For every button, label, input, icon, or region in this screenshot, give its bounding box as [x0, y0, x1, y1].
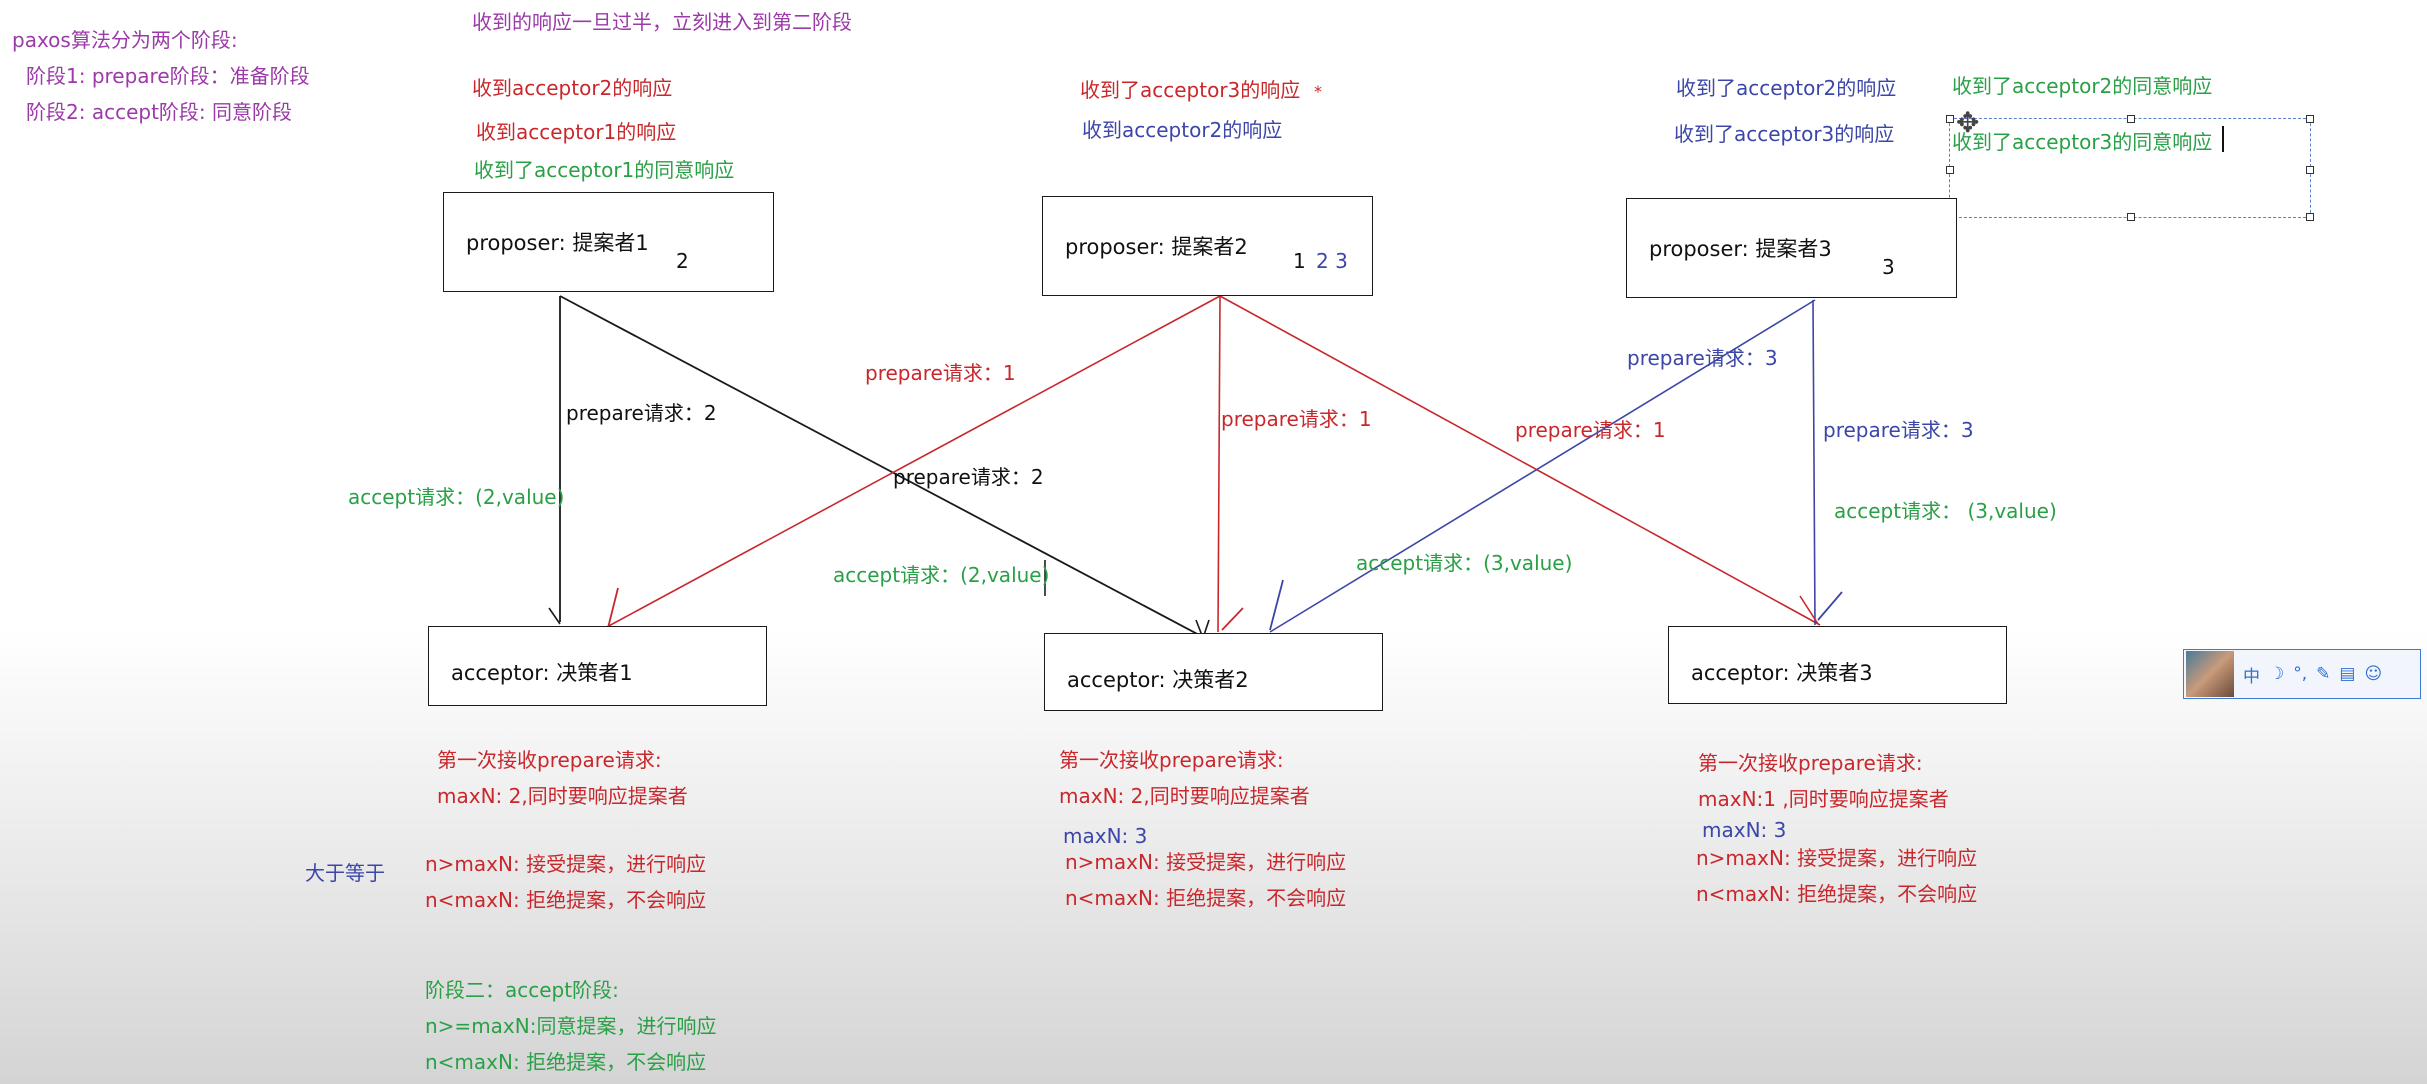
a1-first-prepare: 第一次接收prepare请求:: [437, 748, 662, 772]
proposer-1-box: proposer: 提案者1 2: [443, 192, 774, 292]
text-caret: [2222, 126, 2224, 152]
p1-response-2: 收到acceptor1的响应: [476, 120, 677, 144]
majority-note: 收到的响应一旦过半，立刻进入到第二阶段: [472, 10, 852, 34]
arrowhead-a3-blue: [1817, 591, 1843, 621]
a3-lt-rule: n<maxN: 拒绝提案，不会响应: [1696, 882, 1978, 906]
a3-first-prepare: 第一次接收prepare请求:: [1698, 751, 1923, 775]
wire-p2-a3: [1219, 295, 1821, 626]
accept-phase-lt: n<maxN: 拒绝提案，不会响应: [425, 1050, 707, 1074]
resize-handle[interactable]: [2127, 115, 2135, 123]
a2-maxn: maxN: 2,同时要响应提案者: [1059, 784, 1310, 808]
resize-handle[interactable]: [2127, 213, 2135, 221]
edge-label-p1-accept-a2: accept请求：(2,value): [833, 563, 1050, 587]
arrowhead-a2-blue: [1269, 579, 1284, 631]
proposer-2-number-1: 1: [1293, 249, 1306, 273]
edge-label-p3-accept-a3: accept请求： (3,value): [1834, 499, 2057, 523]
acceptor-3-box: acceptor: 决策者3: [1668, 626, 2007, 704]
a1-gt-rule: n>maxN: 接受提案，进行响应: [425, 852, 707, 876]
a3-maxn: maxN:1 ,同时要响应提案者: [1698, 787, 1949, 811]
proposer-2-box: proposer: 提案者2 1 2 3: [1042, 196, 1373, 296]
paxos-title: paxos算法分为两个阶段:: [12, 28, 238, 52]
a2-maxn-updated: maxN: 3: [1063, 824, 1148, 848]
ime-toolbar[interactable]: 中 ☽ °, ✎ ▤ ☺: [2183, 649, 2421, 699]
resize-handle[interactable]: [2306, 213, 2314, 221]
wire-p3-a2: [1269, 299, 1816, 633]
p2-response-1: 收到了acceptor3的响应: [1080, 78, 1301, 102]
phase2-note: 阶段2: accept阶段: 同意阶段: [26, 100, 293, 124]
acceptor-2-label: acceptor: 决策者2: [1067, 668, 1249, 692]
a1-maxn: maxN: 2,同时要响应提案者: [437, 784, 688, 808]
avatar[interactable]: [2186, 651, 2234, 697]
resize-handle[interactable]: [2306, 166, 2314, 174]
a3-maxn-updated: maxN: 3: [1702, 818, 1787, 842]
resize-handle[interactable]: [2306, 115, 2314, 123]
resize-handle[interactable]: [1946, 166, 1954, 174]
proposer-2-number-2-3: 2 3: [1316, 249, 1348, 273]
smile-icon[interactable]: ☺: [2364, 664, 2383, 684]
language-toggle-icon[interactable]: 中: [2243, 666, 2260, 687]
acceptor-1-box: acceptor: 决策者1: [428, 626, 767, 706]
resize-handle[interactable]: [1946, 115, 1954, 123]
phase1-note: 阶段1: prepare阶段：准备阶段: [26, 64, 310, 88]
p3-accept-response-2[interactable]: 收到了acceptor3的同意响应: [1952, 130, 2213, 154]
edge-label-p2-a2: prepare请求：1: [1221, 407, 1372, 431]
proposer-3-number: 3: [1882, 255, 1895, 279]
edge-label-p2-a1: prepare请求：1: [865, 361, 1016, 385]
edge-label-p1-a2: prepare请求：2: [893, 465, 1044, 489]
proposer-1-number: 2: [676, 249, 689, 273]
p2-asterisk: *: [1314, 82, 1322, 101]
a1-lt-rule: n<maxN: 拒绝提案，不会响应: [425, 888, 707, 912]
p3-response-1: 收到了acceptor2的响应: [1676, 76, 1897, 100]
move-cursor-icon: ✥: [1956, 106, 1980, 139]
moon-icon[interactable]: ☽: [2269, 664, 2285, 684]
a2-lt-rule: n<maxN: 拒绝提案，不会响应: [1065, 886, 1347, 910]
p2-response-2: 收到acceptor2的响应: [1082, 118, 1283, 142]
a2-gt-rule: n>maxN: 接受提案，进行响应: [1065, 850, 1347, 874]
wire-p1-a2: [559, 295, 1204, 638]
proposer-3-box: proposer: 提案者3 3: [1626, 198, 1957, 298]
edge-label-p1-accept-a1: accept请求：(2,value): [348, 485, 565, 509]
edge-label-p3-a2: prepare请求：3: [1627, 346, 1778, 370]
punctuation-icon[interactable]: °,: [2293, 664, 2308, 684]
gte-note: 大于等于: [305, 861, 385, 885]
a3-gt-rule: n>maxN: 接受提案，进行响应: [1696, 846, 1978, 870]
edge-label-p1-a1: prepare请求：2: [566, 401, 717, 425]
wire-p2-a2: [1217, 295, 1221, 633]
edge-label-p3-a3: prepare请求：3: [1823, 418, 1974, 442]
arrowhead-a3-red: [1799, 595, 1819, 625]
p3-accept-response-1: 收到了acceptor2的同意响应: [1952, 74, 2213, 98]
proposer-2-label: proposer: 提案者2: [1065, 235, 1248, 259]
arrowhead-a1-red: [607, 587, 619, 629]
a2-first-prepare: 第一次接收prepare请求:: [1059, 748, 1284, 772]
wire-p3-a3: [1812, 299, 1816, 626]
proposer-1-label: proposer: 提案者1: [466, 231, 649, 255]
clipboard-icon[interactable]: ▤: [2339, 664, 2356, 684]
arrowhead-a2-red: [1221, 607, 1244, 631]
p1-response-1: 收到acceptor2的响应: [472, 76, 673, 100]
proposer-3-label: proposer: 提案者3: [1649, 237, 1832, 261]
accept-phase-title: 阶段二：accept阶段:: [425, 978, 619, 1002]
wire-p2-a1: [604, 295, 1221, 629]
acceptor-2-box: acceptor: 决策者2: [1044, 633, 1383, 711]
wrench-icon[interactable]: ✎: [2316, 664, 2331, 684]
edge-label-p3-accept-a2: accept请求：(3,value): [1356, 551, 1573, 575]
acceptor-3-label: acceptor: 决策者3: [1691, 661, 1873, 685]
accept-phase-gte: n>=maxN:同意提案，进行响应: [425, 1014, 717, 1038]
acceptor-1-label: acceptor: 决策者1: [451, 661, 633, 685]
edge-label-p2-a3: prepare请求：1: [1515, 418, 1666, 442]
arrowhead-a1-black: [548, 607, 561, 625]
p3-response-2: 收到了acceptor3的响应: [1674, 122, 1895, 146]
p1-response-3: 收到了acceptor1的同意响应: [474, 158, 735, 182]
